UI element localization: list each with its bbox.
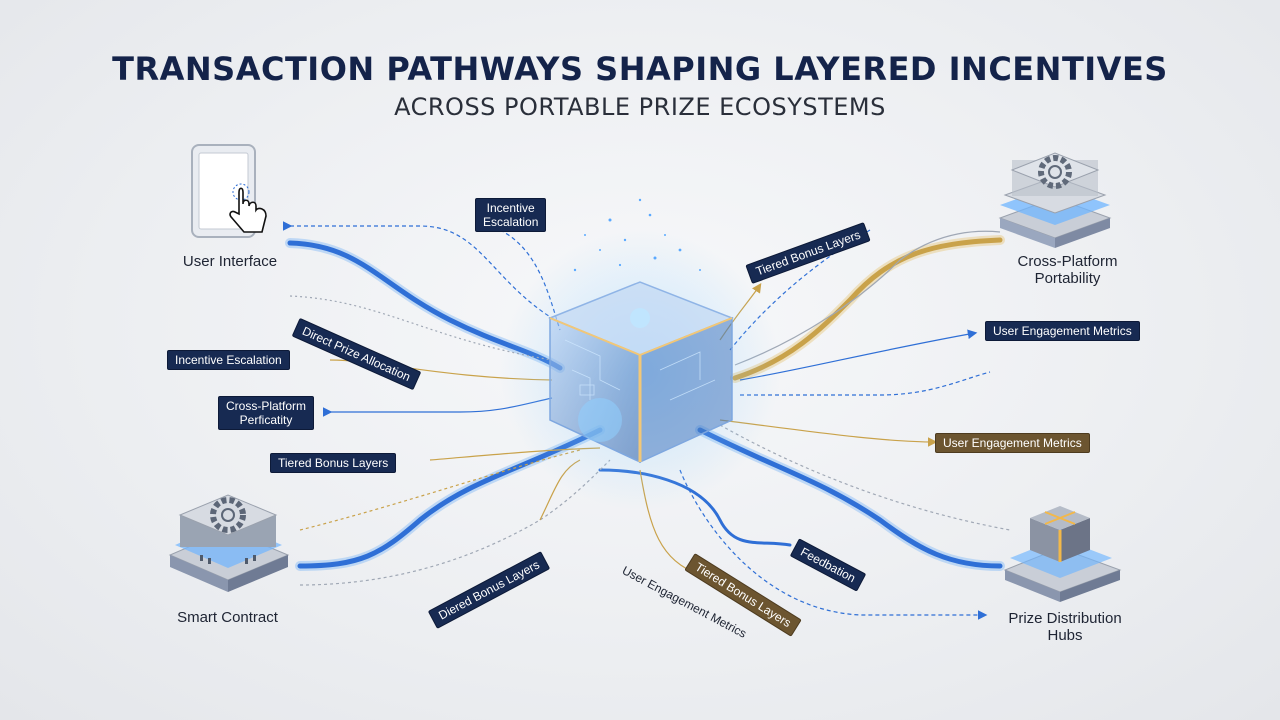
node-label-smart-contract: Smart Contract <box>177 609 278 626</box>
tablet-touch-icon <box>191 144 267 238</box>
gear-stack-icon <box>998 152 1112 248</box>
node-label-prize-hubs: Prize Distribution Hubs <box>990 610 1140 644</box>
tag-tiered-bonus-left: Tiered Bonus Layers <box>270 453 397 473</box>
node-label-cross-platform: Cross-Platform Portability <box>1005 253 1130 287</box>
page-title: TRANSACTION PATHWAYS SHAPING LAYERED INC… <box>112 50 1168 88</box>
tag-cross-platform-left-line2: Perficatity <box>239 413 293 427</box>
main-gold-pathway <box>730 235 1005 383</box>
tag-user-engagement-right-top: User Engagement Metrics <box>985 321 1140 341</box>
node-label-prize-hubs-line1: Prize Distribution <box>1008 610 1122 627</box>
prize-box-icon <box>1003 506 1122 602</box>
gear-chip-icon <box>168 494 290 592</box>
node-label-cross-platform-line1: Cross-Platform <box>1017 253 1118 270</box>
node-label-prize-hubs-line2: Hubs <box>1047 627 1083 644</box>
central-cube-icon <box>548 281 735 464</box>
tag-incentive-escalation-top: Incentive Escalation <box>475 198 547 232</box>
tag-incentive-escalation-left: Incentive Escalation <box>167 350 290 370</box>
page-subtitle: ACROSS PORTABLE PRIZE ECOSYSTEMS <box>394 93 886 121</box>
tag-user-engagement-right-mid: User Engagement Metrics <box>935 433 1090 453</box>
tag-cross-platform-left: Cross-Platform Perficatity <box>218 396 315 430</box>
node-label-user-interface: User Interface <box>182 253 278 270</box>
node-label-cross-platform-line2: Portability <box>1034 270 1101 287</box>
particles <box>573 198 701 272</box>
tag-incentive-escalation-top-line1: Incentive <box>486 201 535 215</box>
tag-incentive-escalation-top-line2: Escalation <box>483 215 539 229</box>
tag-cross-platform-left-line1: Cross-Platform <box>226 399 307 413</box>
